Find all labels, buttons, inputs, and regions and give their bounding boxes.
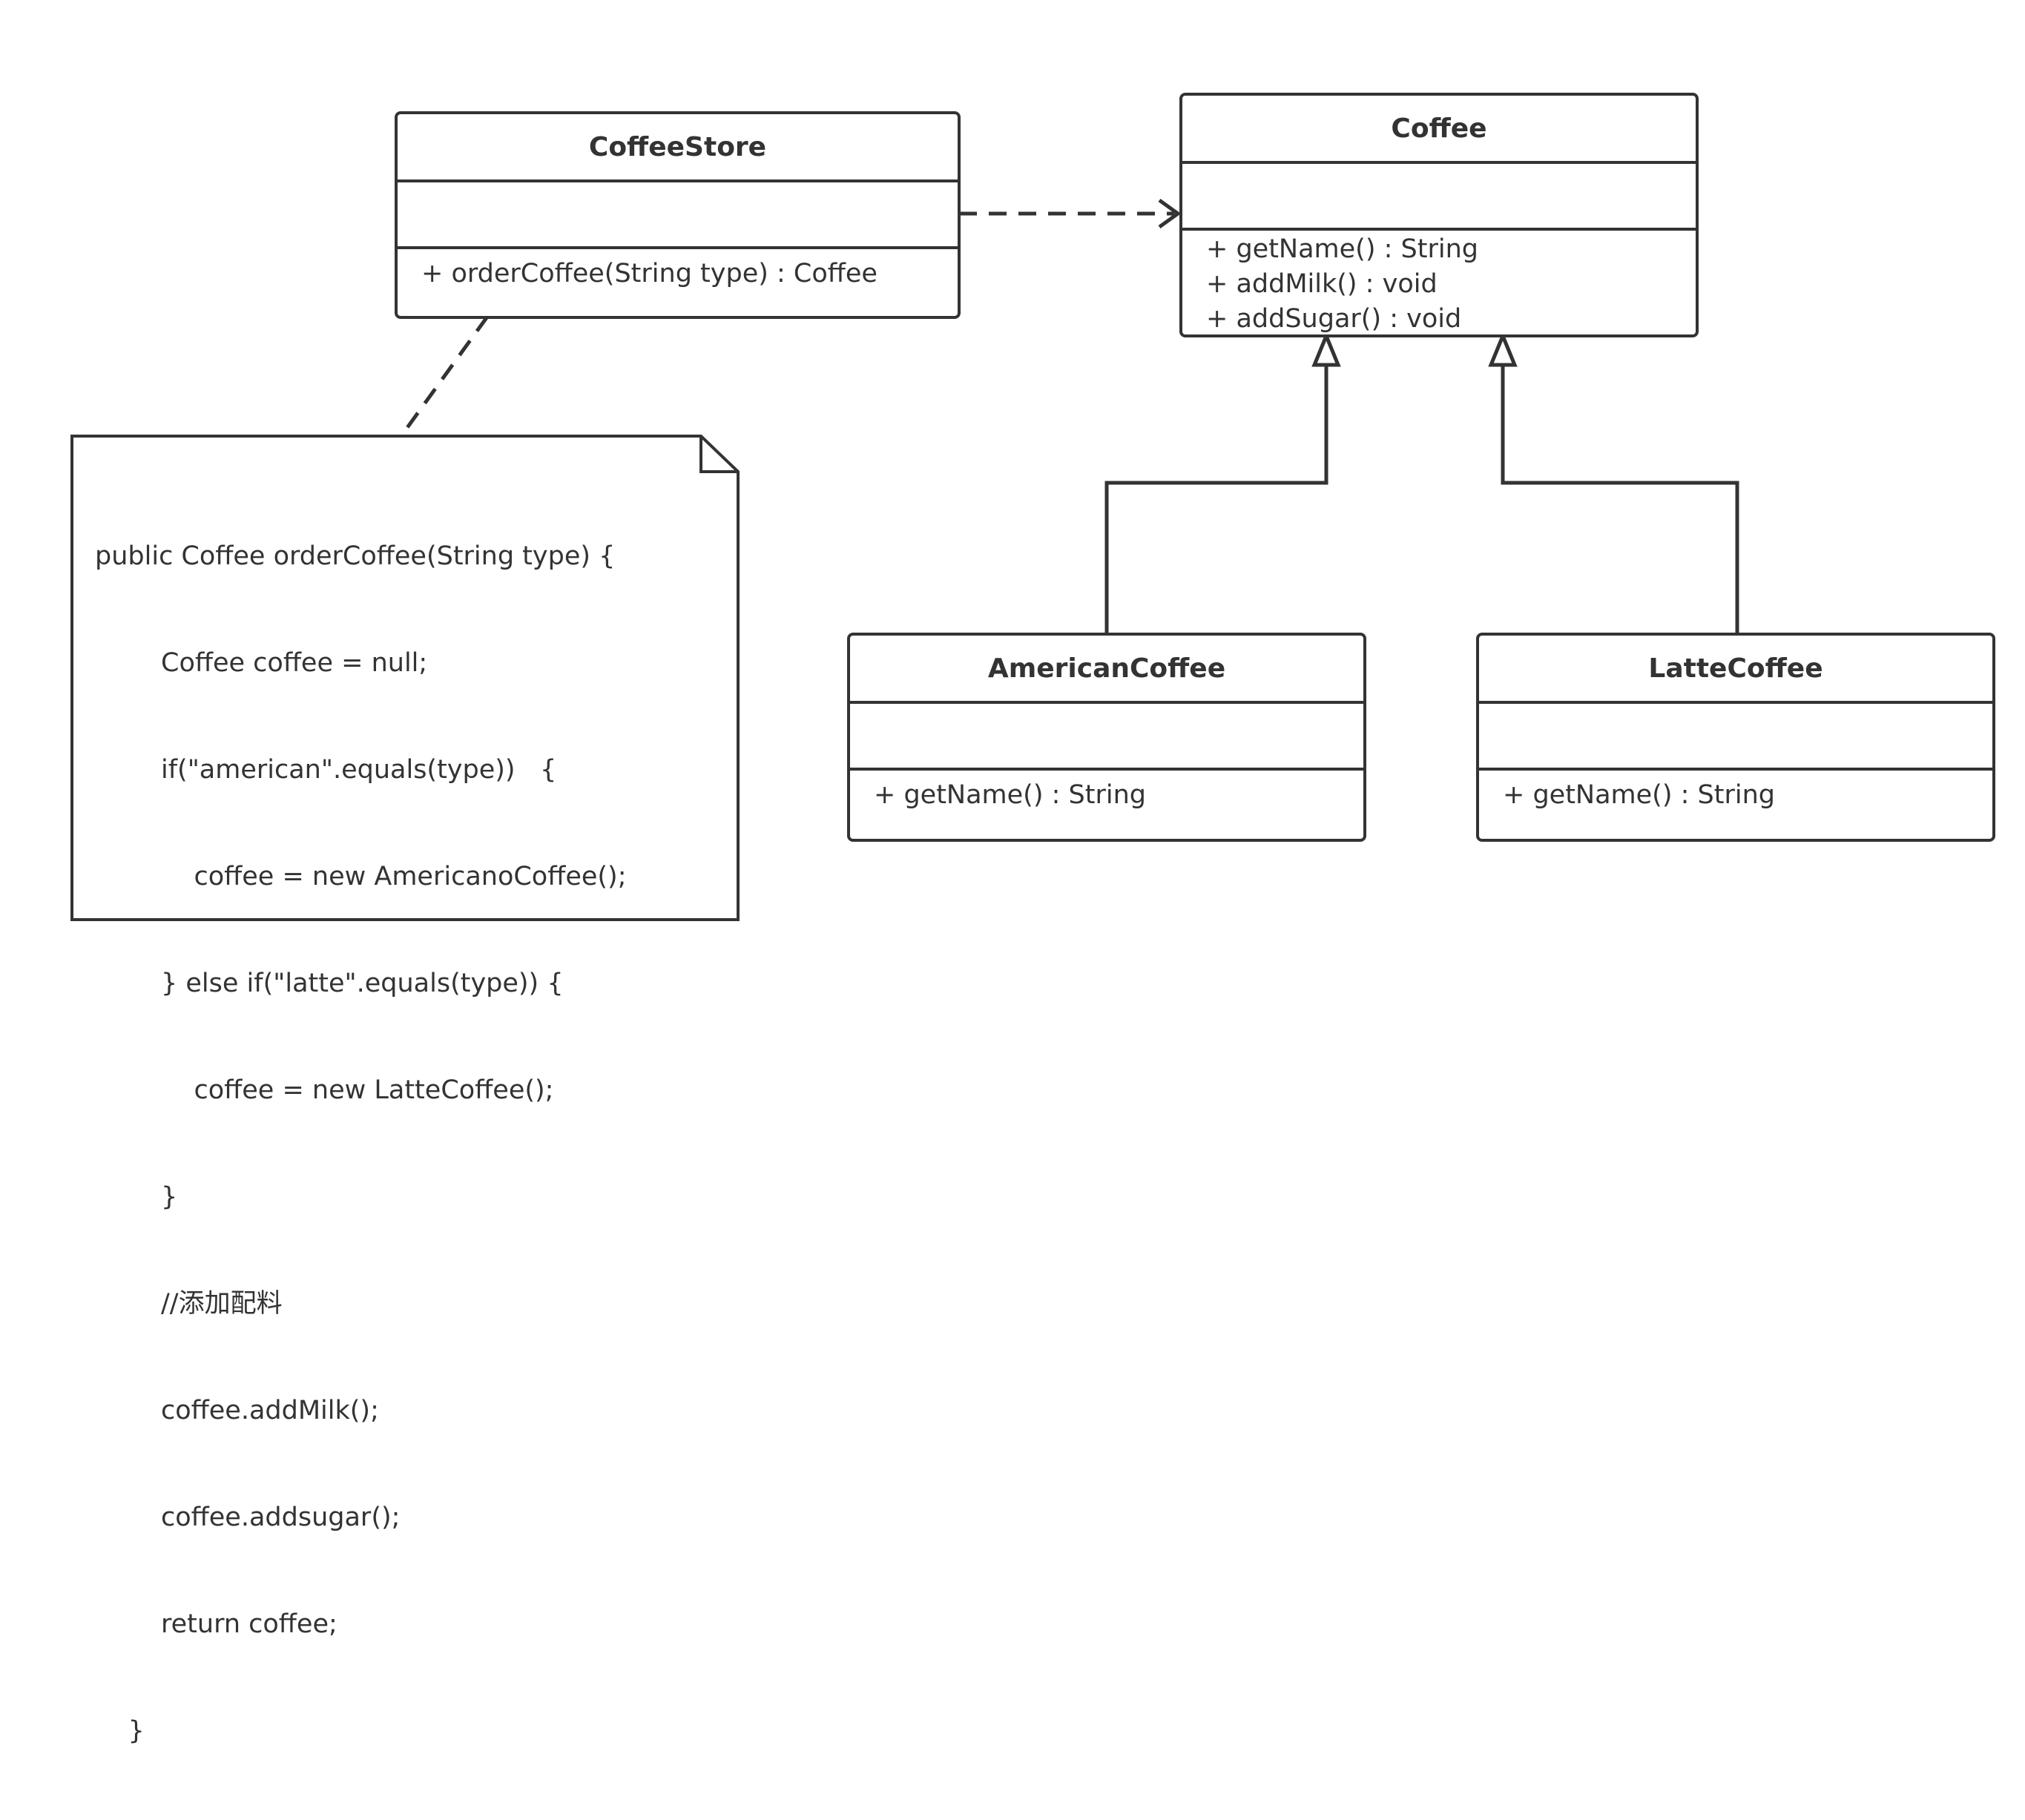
note-shape[interactable] [70,435,740,921]
operations-compartment: + getName() : String [850,771,1363,813]
operations-compartment: + getName() : String + addMilk() : void … [1182,231,1696,334]
code-line: return coffee; [95,1609,338,1639]
operation: + getName() : String [1206,234,1478,264]
code-line: //添加配料 [95,1289,283,1319]
generalization-latte-line [1501,365,1739,634]
class-name: LatteCoffee [1479,636,1992,704]
class-coffee-store[interactable]: CoffeeStore + orderCoffee(String type) :… [395,111,961,319]
operation: + addSugar() : void [1206,304,1462,334]
class-coffee[interactable]: Coffee + getName() : String + addMilk() … [1179,93,1699,337]
dependency-arrowhead [1158,198,1182,229]
code-line: coffee = new AmericanoCoffee(); [95,862,627,891]
generalization-latte-arrowhead [1488,331,1518,367]
operation: + orderCoffee(String type) : Coffee [421,259,878,289]
code-line: } [95,1182,178,1212]
note-fold [699,436,738,473]
attributes-compartment [1182,164,1696,231]
code-line: public Coffee orderCoffee(String type) { [95,541,616,571]
operations-compartment: + orderCoffee(String type) : Coffee [398,249,958,291]
attributes-compartment [398,182,958,249]
code-line: coffee = new LatteCoffee(); [95,1075,554,1105]
uml-class-diagram: CoffeeStore + orderCoffee(String type) :… [70,93,1995,1746]
class-latte-coffee[interactable]: LatteCoffee + getName() : String [1476,633,1995,842]
operations-compartment: + getName() : String [1479,771,1992,813]
code-line: if("american".equals(type)) { [95,755,557,785]
generalization-american-arrowhead [1311,331,1341,367]
code-line: coffee.addsugar(); [95,1503,401,1532]
class-name: CoffeeStore [398,114,958,182]
code-line: } else if("latte".equals(type)) { [95,969,564,998]
operation: + getName() : String [874,780,1146,810]
note-anchor-line [404,315,490,430]
note-code: public Coffee orderCoffee(String type) {… [95,467,718,1820]
class-american-coffee[interactable]: AmericanCoffee + getName() : String [847,633,1366,842]
connectors-layer [70,198,1739,921]
attributes-compartment [850,704,1363,771]
operation: + addMilk() : void [1206,269,1438,299]
class-name: Coffee [1182,96,1696,164]
generalization-american-line [1104,365,1328,634]
code-line: } [95,1716,145,1746]
attributes-compartment [1479,704,1992,771]
operation: + getName() : String [1503,780,1775,810]
class-name: AmericanCoffee [850,636,1363,704]
code-line: Coffee coffee = null; [95,648,428,678]
code-line: coffee.addMilk(); [95,1396,379,1425]
